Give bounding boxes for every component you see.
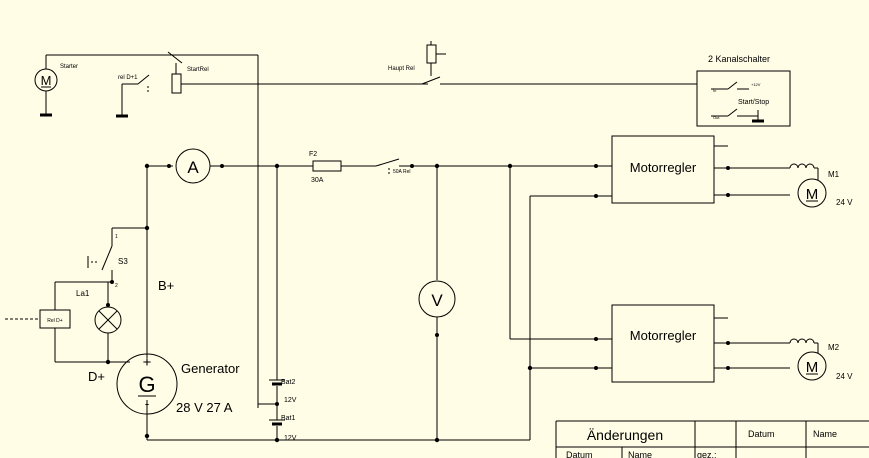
lamp-label: La1 [76, 289, 90, 298]
channel-switch-box [696, 70, 791, 127]
motor-controller-1 [611, 135, 715, 204]
b-plus-label: B+ [158, 278, 174, 293]
fuse-name: F2 [309, 151, 317, 158]
generator-label: Generator [181, 361, 240, 376]
starter-motor-letter: M [41, 73, 52, 88]
motor2-voltage: 24 V [836, 372, 853, 381]
title-block-row2-name: Name [628, 450, 652, 458]
battery1-voltage: 12V [284, 435, 297, 442]
starter-label: Starter [60, 64, 78, 70]
start-relay-label: StartRel [187, 67, 209, 73]
main-relay-coil [426, 44, 437, 64]
relay-50a-label: 50A Rel [393, 169, 411, 175]
motor1-symbol [797, 178, 827, 208]
title-block-name-header: Name [813, 429, 837, 439]
relay-d1-label: rel D+1 [118, 75, 138, 81]
relay-d1-contact [137, 74, 150, 85]
channel-switch-pin-b: In [713, 88, 716, 93]
ammeter-letter: A [187, 158, 199, 177]
switch-s3-pin2: 2 [115, 283, 118, 289]
main-relay-contact [421, 76, 441, 85]
generator-symbol [116, 353, 178, 415]
fuse-rating: 30A [311, 177, 324, 184]
voltmeter-letter: V [431, 291, 443, 310]
channel-switch-pin-a: +12V [751, 82, 761, 87]
battery2-name: Bat2 [281, 379, 296, 386]
battery1-name: Bat1 [281, 415, 296, 422]
relay-d-plus-label: Rel D+ [47, 318, 63, 324]
title-block-changes: Änderungen [587, 427, 663, 443]
battery2-voltage: 12V [284, 397, 297, 404]
start-relay-contact [167, 51, 183, 64]
main-relay-label: Haupt Rel [388, 66, 415, 72]
fuse-f2 [312, 160, 342, 172]
generator-letter: G [138, 372, 155, 397]
motor-controller-2 [611, 304, 715, 383]
start-relay-coil [171, 73, 182, 94]
switch-s3-pin1: 1 [115, 234, 118, 240]
d-plus-label: D+ [88, 369, 105, 384]
controller2-label: Motorregler [630, 328, 697, 343]
title-block-row2-drawn: gez.: [697, 450, 717, 458]
controller1-label: Motorregler [630, 160, 697, 175]
generator-minus: - [145, 396, 149, 411]
motor2-letter: M [806, 359, 819, 376]
motor2-symbol [797, 351, 827, 381]
switch-s3-label: S3 [118, 257, 128, 266]
channel-switch-label: Start/Stop [738, 99, 769, 106]
switch-s3-contact [101, 245, 113, 271]
motor2-inductor [789, 338, 815, 344]
generator-plus: + [143, 354, 152, 371]
generator-rating: 28 V 27 A [176, 400, 233, 415]
motor1-voltage: 24 V [836, 198, 853, 207]
motor1-inductor [789, 163, 815, 169]
relay-50a-contact [375, 158, 400, 167]
motor2-name: M2 [828, 343, 840, 352]
channel-switch-pin-c: Out [713, 115, 720, 120]
channel-switch-title: 2 Kanalschalter [708, 54, 770, 64]
motor1-letter: M [806, 186, 819, 203]
motor1-name: M1 [828, 170, 840, 179]
title-block-date-header: Datum [748, 429, 775, 439]
title-block-row2-date: Datum [566, 450, 593, 458]
title-block [555, 420, 869, 458]
